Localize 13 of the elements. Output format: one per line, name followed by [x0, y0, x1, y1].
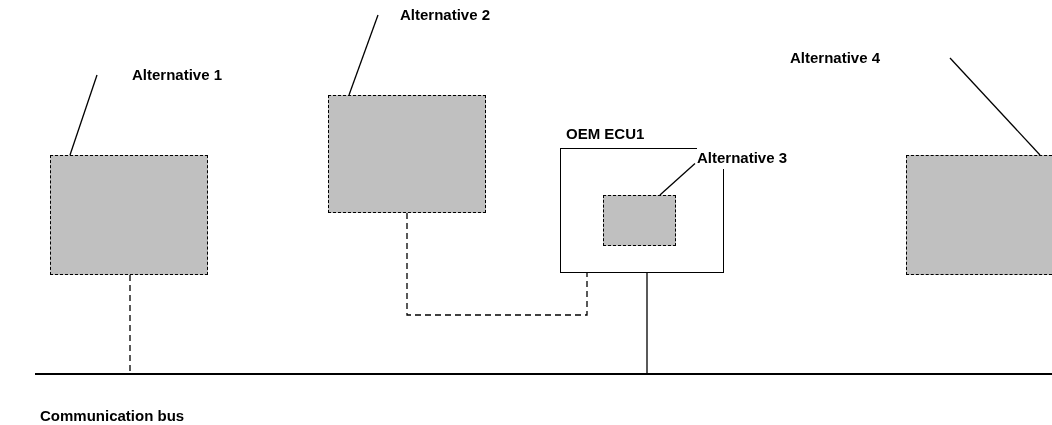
leader-line	[659, 162, 696, 196]
connector-line	[646, 272, 648, 374]
bus-label: Communication bus	[40, 406, 185, 425]
dashed-box	[50, 155, 208, 275]
dashed-box	[906, 155, 1052, 275]
dashed-connector	[406, 212, 588, 316]
leader-line	[949, 57, 1041, 156]
dashed-box	[603, 195, 676, 246]
dashed-box	[328, 95, 486, 213]
ecu-heading: OEM ECU1	[565, 124, 646, 144]
leader-line	[348, 14, 379, 96]
dashed-connector	[129, 274, 131, 374]
leader-line	[69, 74, 98, 156]
